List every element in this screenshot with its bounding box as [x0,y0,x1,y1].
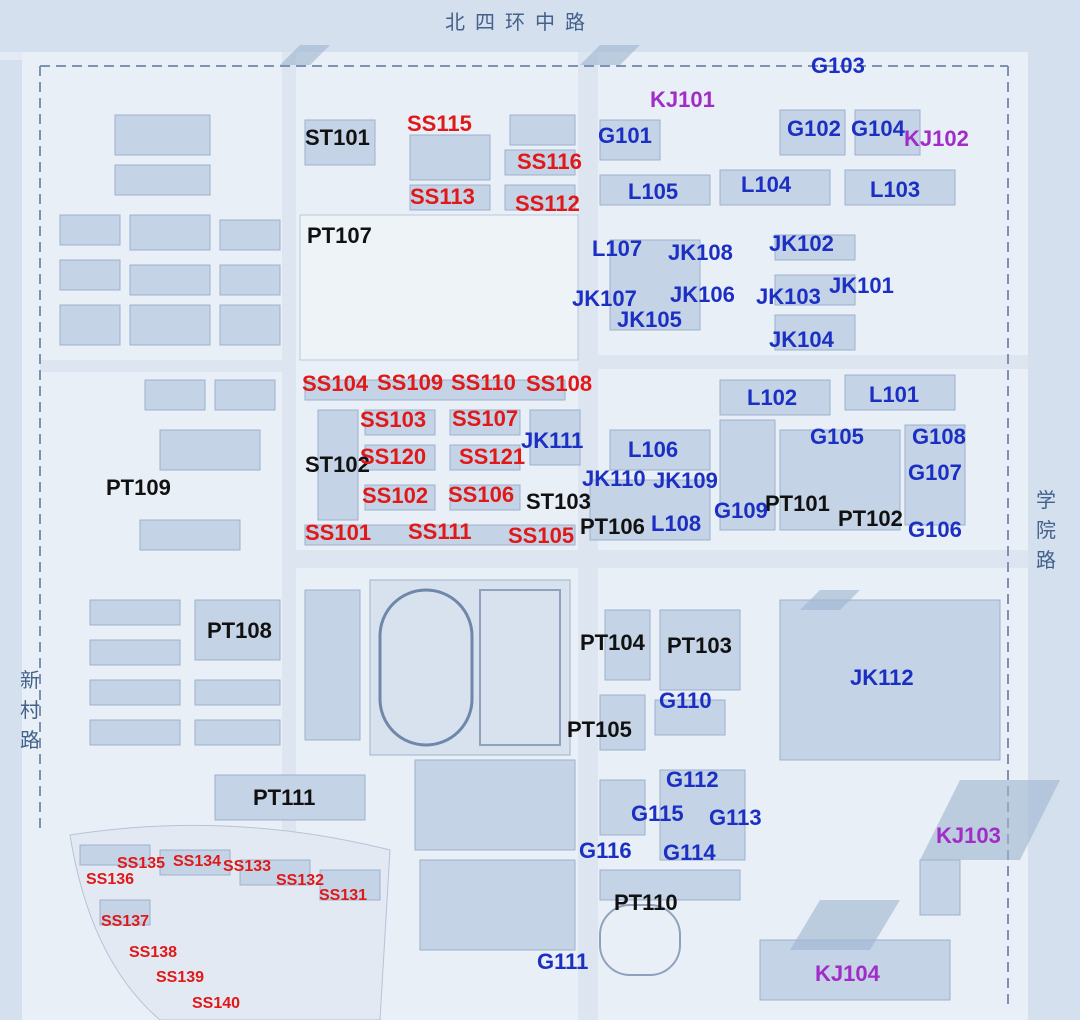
building-label[interactable]: SS134 [173,853,222,870]
building-label[interactable]: G110 [659,688,712,713]
building-label[interactable]: ST102 [305,452,370,477]
building-label[interactable]: G106 [908,517,962,542]
building-label[interactable]: SS132 [276,872,325,889]
building-label[interactable]: JK104 [769,327,834,352]
building-label[interactable]: L105 [628,179,679,204]
building-label[interactable]: SS136 [86,871,135,888]
building-label[interactable]: SS116 [517,149,582,174]
building-label[interactable]: G114 [663,840,716,865]
building-label[interactable]: SS131 [319,887,368,904]
building-label[interactable]: L103 [870,177,921,202]
building-label[interactable]: G103 [811,53,865,78]
building-label[interactable]: SS107 [452,406,519,431]
building-label[interactable]: JK106 [670,282,735,307]
road-label-north: 北四环中路 [445,10,595,34]
building-label[interactable]: G115 [631,801,684,826]
building-label[interactable]: G108 [912,424,966,449]
building-label[interactable]: SS115 [407,111,472,136]
building-label[interactable]: G111 [537,949,589,974]
building-label[interactable]: JK109 [653,468,718,493]
building-label[interactable]: JK101 [829,273,894,298]
building-label[interactable]: SS121 [459,444,526,469]
building-label[interactable]: SS113 [410,184,475,209]
building-label[interactable]: G116 [579,838,632,863]
building-label[interactable]: PT107 [307,223,372,248]
building-label[interactable]: JK102 [769,231,834,256]
building-label[interactable]: PT103 [667,633,732,658]
building-label[interactable]: L101 [869,382,920,407]
building-label[interactable]: L104 [741,172,792,197]
building-label[interactable]: PT104 [580,630,645,655]
building-label[interactable]: SS133 [223,858,272,875]
building-label[interactable]: SS138 [129,944,178,961]
building-label[interactable]: JK112 [850,665,914,690]
building-label[interactable]: PT111 [253,785,316,810]
building-label[interactable]: PT106 [580,514,645,539]
building-label[interactable]: PT110 [614,890,678,915]
building-label[interactable]: KJ101 [650,87,715,112]
building-label[interactable]: SS103 [360,407,427,432]
road-label-west: 新村路 [20,668,40,752]
building-label[interactable]: SS105 [508,523,575,548]
building-label[interactable]: SS106 [448,482,515,507]
building-label[interactable]: SS111 [408,519,472,544]
building-label[interactable]: SS120 [360,444,427,469]
building-label[interactable]: KJ103 [936,823,1001,848]
building-label[interactable]: SS109 [377,370,444,395]
building-label[interactable]: PT109 [106,475,171,500]
building-label[interactable]: G101 [598,123,652,148]
building-label[interactable]: JK107 [572,286,637,311]
building-label[interactable]: SS104 [302,371,369,396]
building-label[interactable]: JK111 [521,428,584,453]
building-label[interactable]: JK105 [617,307,682,332]
building-label[interactable]: KJ102 [904,126,969,151]
building-label[interactable]: G105 [810,424,864,449]
building-label[interactable]: L108 [651,511,702,536]
building-label[interactable]: SS137 [101,913,150,930]
building-label[interactable]: ST103 [526,489,591,514]
building-label[interactable]: G104 [851,116,905,141]
building-label[interactable]: SS139 [156,969,205,986]
building-label[interactable]: L102 [747,385,798,410]
building-label[interactable]: L106 [628,437,679,462]
building-label[interactable]: G112 [666,767,719,792]
building-label[interactable]: JK110 [582,466,646,491]
building-label[interactable]: L107 [592,236,643,261]
building-label[interactable]: SS108 [526,371,593,396]
road-label-east: 学院路 [1036,488,1056,572]
building-label[interactable]: G102 [787,116,841,141]
building-label[interactable]: JK103 [756,284,821,309]
building-label[interactable]: PT108 [207,618,272,643]
building-label[interactable]: G109 [714,498,768,523]
building-label[interactable]: SS101 [305,520,372,545]
building-label[interactable]: G107 [908,460,962,485]
building-label[interactable]: PT101 [765,491,830,516]
building-label[interactable]: KJ104 [815,961,880,986]
building-label[interactable]: G113 [709,805,762,830]
building-label[interactable]: SS112 [515,191,580,216]
building-label[interactable]: PT105 [567,717,632,742]
building-label[interactable]: SS102 [362,483,429,508]
building-label[interactable]: ST101 [305,125,370,150]
building-label[interactable]: SS135 [117,855,166,872]
building-label[interactable]: JK108 [668,240,733,265]
building-label[interactable]: SS140 [192,995,241,1012]
building-label[interactable]: SS110 [451,370,516,395]
building-label[interactable]: PT102 [838,506,903,531]
